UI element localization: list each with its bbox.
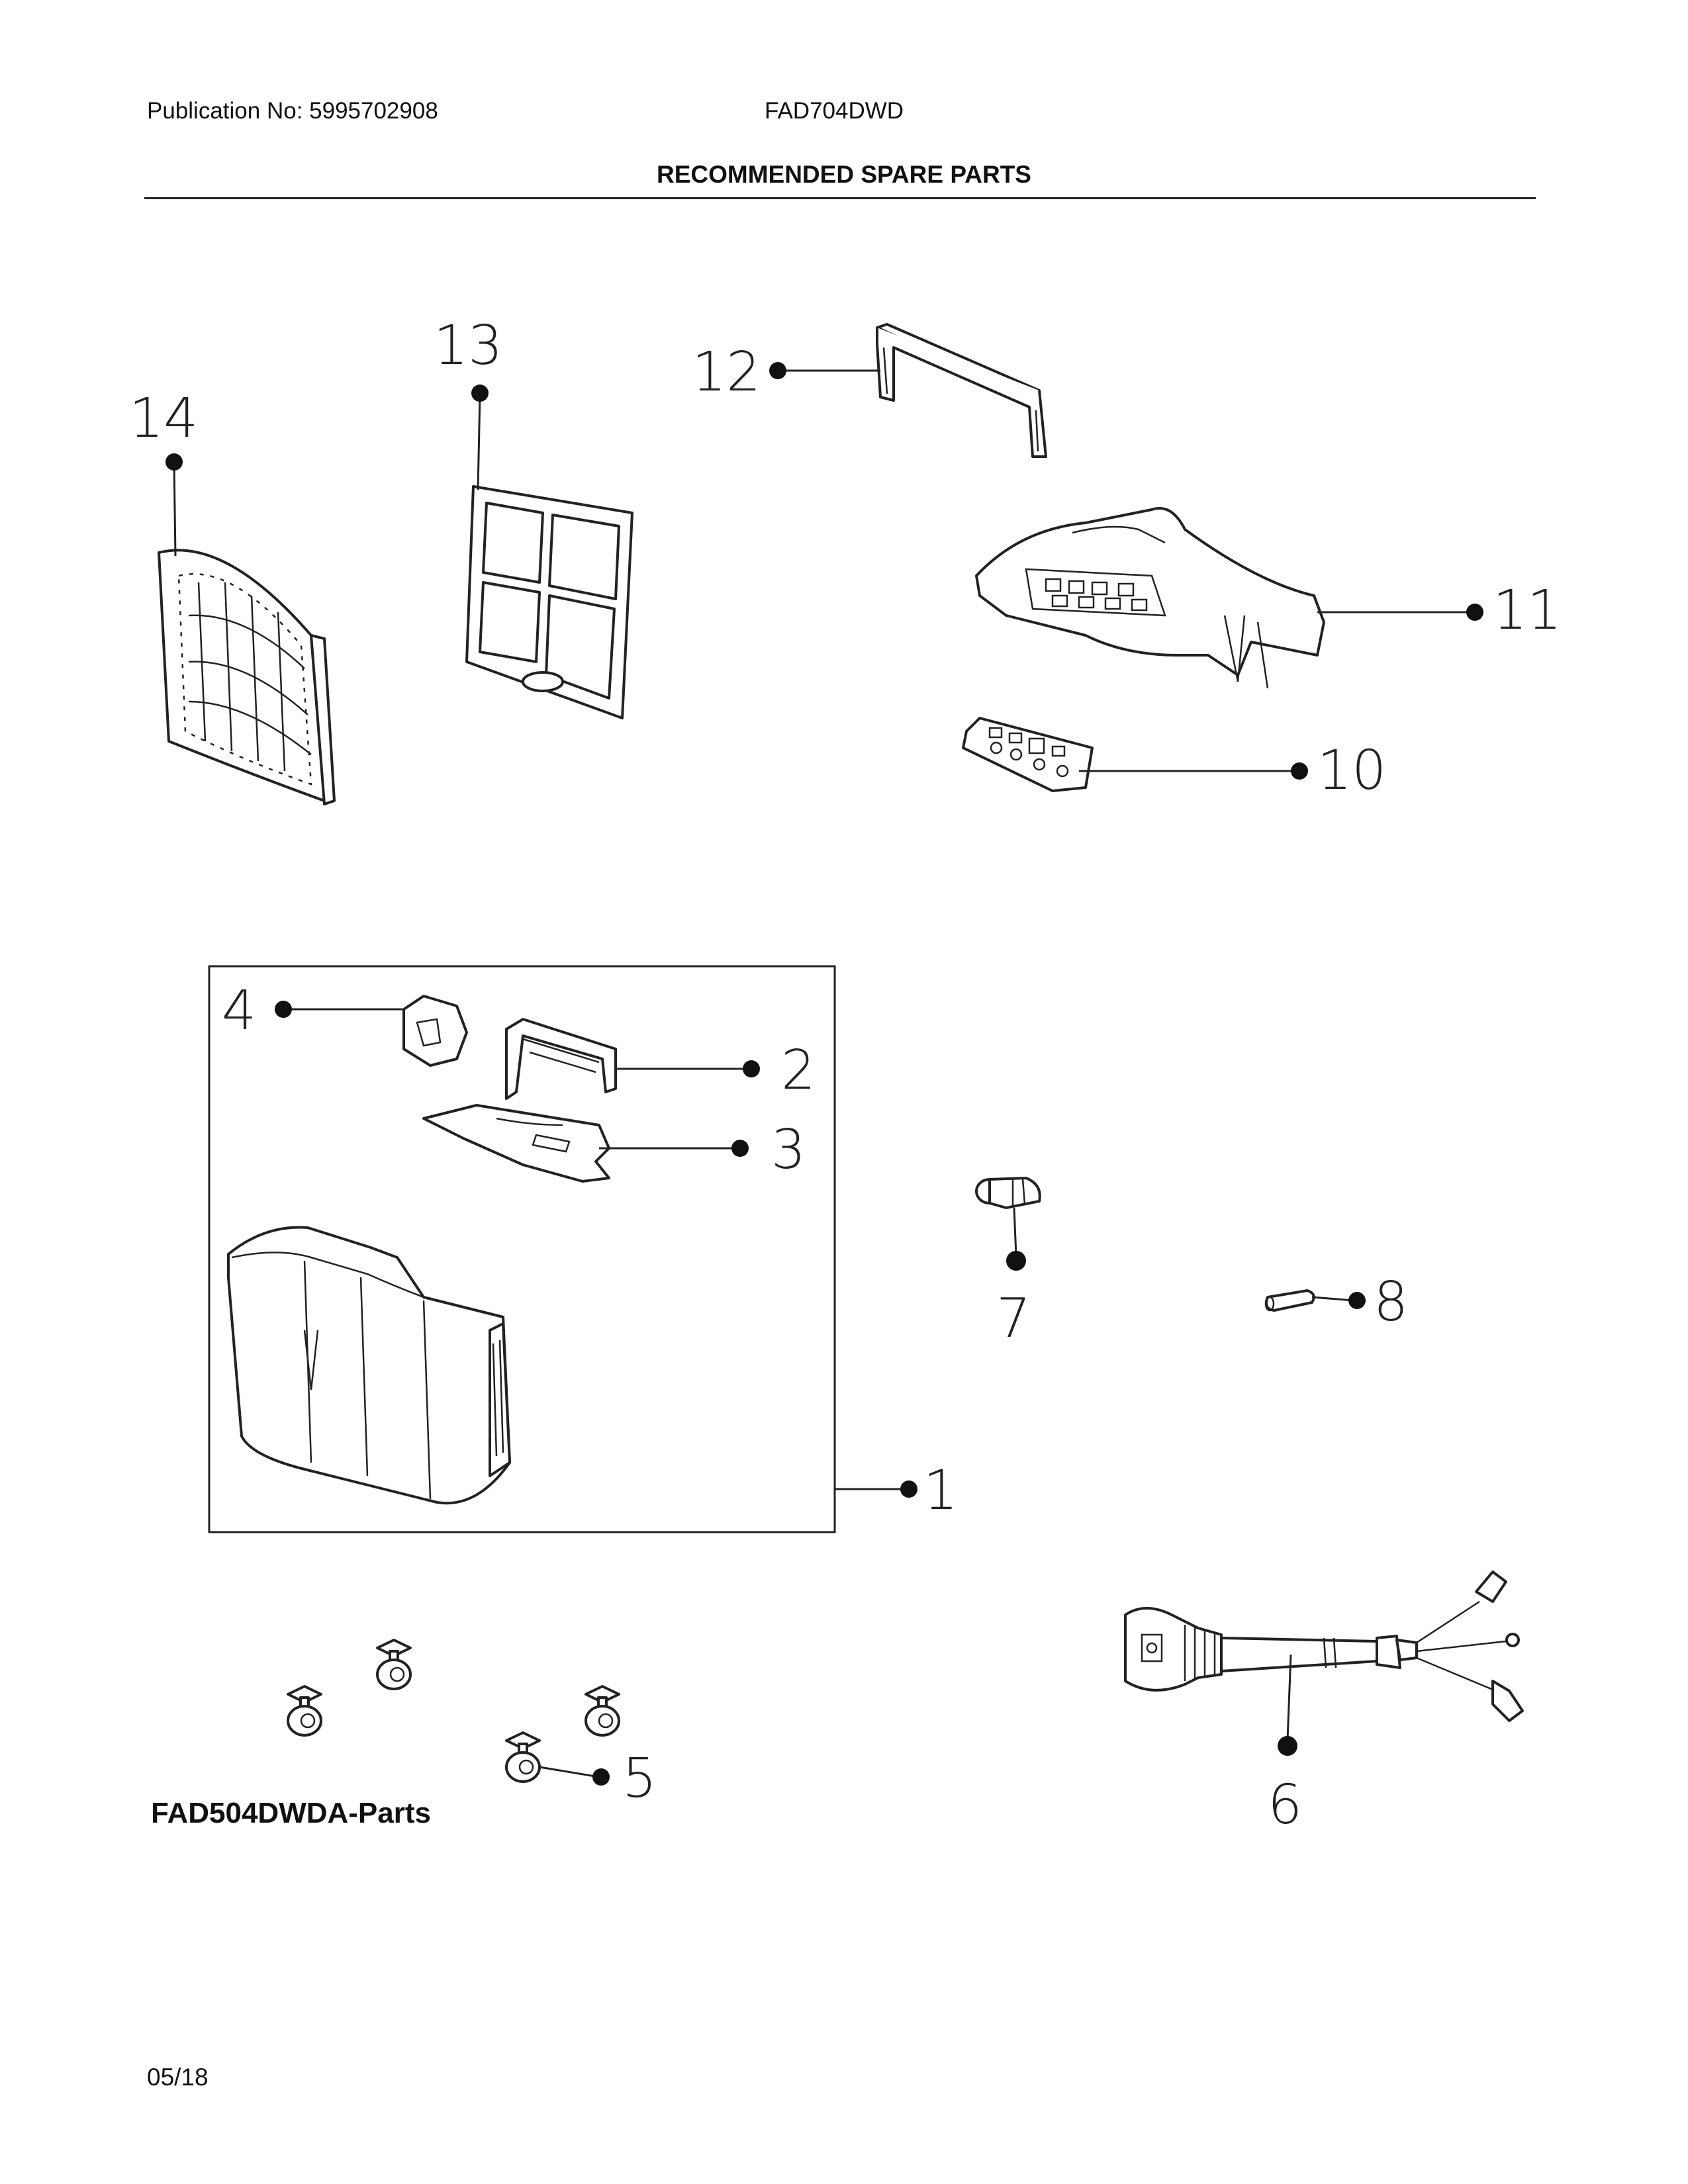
callout-dot-1	[900, 1480, 917, 1498]
callout-7: 7	[996, 1287, 1031, 1350]
publication-number: Publication No: 5995702908	[147, 98, 438, 124]
callout-dot-6	[1278, 1736, 1297, 1756]
callout-4: 4	[222, 979, 256, 1042]
part-10-control-board[interactable]	[962, 717, 1094, 792]
leader-line-5	[539, 1766, 600, 1778]
leader-line-14	[173, 463, 177, 557]
callout-dot-12	[769, 362, 786, 379]
callout-dot-8	[1348, 1292, 1366, 1309]
callout-dot-5	[592, 1768, 610, 1786]
page-title: RECOMMENDED SPARE PARTS	[656, 161, 1031, 188]
part-1-water-bucket[interactable]	[227, 1226, 511, 1505]
leader-line-13	[477, 394, 481, 490]
part-5-casters[interactable]	[287, 1639, 620, 1783]
part-13-air-filter[interactable]	[465, 485, 633, 719]
part-2-bucket-handle[interactable]	[505, 1018, 617, 1100]
part-4-float[interactable]	[402, 995, 468, 1067]
callout-13: 13	[434, 314, 502, 377]
callout-2: 2	[781, 1039, 816, 1102]
callout-8: 8	[1374, 1271, 1408, 1334]
callout-dot-10	[1291, 762, 1308, 780]
part-7-drain-fitting[interactable]	[975, 1177, 1041, 1209]
callout-6: 6	[1268, 1774, 1302, 1837]
header-divider	[144, 197, 1536, 199]
callout-dot-13	[471, 385, 489, 402]
callout-5: 5	[622, 1747, 657, 1810]
callout-dot-11	[1466, 604, 1483, 621]
leader-line-8	[1311, 1296, 1354, 1302]
part-12-handle[interactable]	[876, 323, 1047, 458]
callout-dot-4	[275, 1001, 292, 1018]
model-number: FAD704DWD	[765, 98, 904, 124]
callout-3: 3	[771, 1118, 806, 1181]
part-3-bucket-plate[interactable]	[422, 1104, 610, 1183]
callout-dot-7	[1006, 1251, 1026, 1271]
revision-date: 05/18	[147, 2064, 209, 2091]
callout-14: 14	[129, 387, 198, 450]
part-8-drain-hose[interactable]	[1264, 1289, 1315, 1312]
callout-dot-14	[165, 453, 183, 471]
callout-1: 1	[923, 1459, 958, 1522]
callout-dot-2	[743, 1060, 760, 1077]
part-6-power-cord[interactable]	[1124, 1570, 1524, 1722]
callout-11: 11	[1493, 579, 1562, 642]
parts-subset-label: FAD504DWDA-Parts	[151, 1797, 431, 1829]
leader-line-6	[1286, 1654, 1292, 1741]
callout-12: 12	[692, 341, 761, 404]
callout-10: 10	[1317, 739, 1386, 802]
callout-dot-3	[731, 1140, 749, 1157]
part-11-top-cover[interactable]	[975, 507, 1325, 689]
part-1-assembly-frame	[208, 965, 836, 1533]
leader-line-7	[1013, 1207, 1017, 1257]
part-14-front-grille[interactable]	[158, 549, 336, 805]
